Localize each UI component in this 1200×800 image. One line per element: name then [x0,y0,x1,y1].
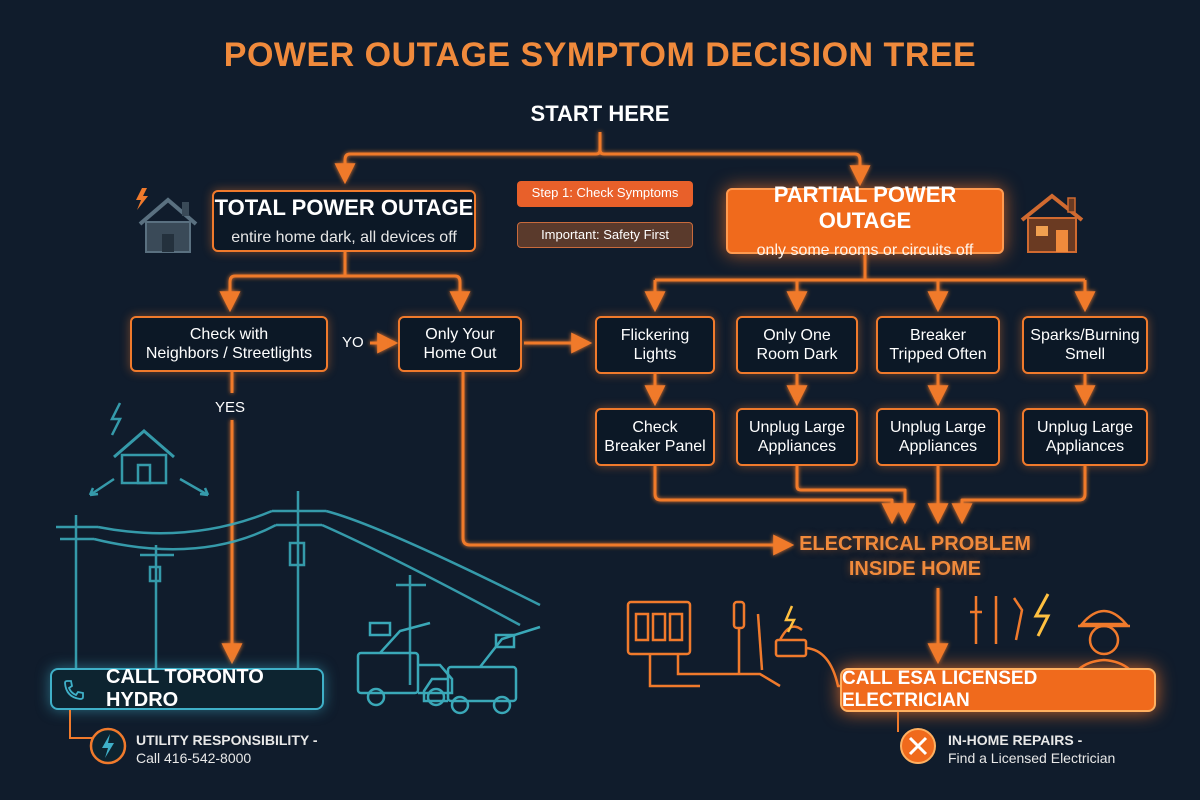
only-home-line1: Only Your [425,325,495,343]
action-line1: Unplug Large [748,418,846,436]
call-esa-electrician-button[interactable]: CALL ESA LICENSED ELECTRICIAN [840,668,1156,712]
house-dark-icon [128,180,200,261]
wrench-screwdriver-icon [898,726,938,771]
breaker-panel-icon [626,600,781,688]
lightning-circle-icon [88,726,128,771]
start-label: START HERE [530,101,670,126]
only-home-line2: Home Out [423,345,497,362]
symptom-line2: Tripped Often [889,346,987,363]
symptom-line1: Only One [763,326,831,344]
action-line2: Appliances [757,438,837,455]
bucket-truck-icon [356,621,541,715]
call-esa-label: CALL ESA LICENSED ELECTRICIAN [842,668,1038,711]
symptom-box-sparks: Sparks/Burning Smell [1022,316,1148,374]
check-neighbors-line1: Check with [189,325,269,343]
hydro-note-line2: Call 416-542-8000 [136,750,252,767]
partial-outage-box: PARTIAL POWER OUTAGE only some rooms or … [726,182,1004,259]
hydro-note: UTILITY RESPONSIBILITY - Call 416-542-80… [136,731,318,767]
electrician-tools-illustration [626,593,1144,696]
partial-outage-description: only some rooms or circuits off [756,241,974,259]
symptom-box-breaker: Breaker Tripped Often [876,316,1000,374]
total-outage-description: entire home dark, all devices off [231,228,457,246]
yes-label: YES [215,399,246,416]
call-hydro-label: CALL TORONTO HYDRO [106,666,264,711]
esa-connector [897,712,899,732]
partial-outage-heading: PARTIAL POWER OUTAGE [773,182,957,234]
inside-home-result: ELECTRICAL PROBLEM INSIDE HOME [780,532,1050,582]
utility-poles-illustration [56,402,541,715]
inside-line2: INSIDE HOME [848,558,982,580]
action-box-check-breaker: Check Breaker Panel [595,408,715,466]
phone-icon [62,678,86,708]
action-line2: Breaker Panel [604,438,706,455]
no-label: YO [342,334,364,351]
house-lit-icon [1018,190,1090,261]
action-line1: Check [632,418,678,436]
hydro-connector [69,710,94,739]
esa-note-line1: IN-HOME REPAIRS - [948,732,1083,748]
action-line1: Unplug Large [1036,418,1134,436]
hydro-note-line1: UTILITY RESPONSIBILITY - [136,732,318,748]
symptom-box-flickering: Flickering Lights [595,316,715,374]
action-box-unplug-3: Unplug Large Appliances [1022,408,1148,466]
esa-note: IN-HOME REPAIRS - Find a Licensed Electr… [948,731,1115,767]
symptom-line2: Room Dark [756,346,838,363]
safety-note: Important: Safety First [517,222,693,248]
lightning-icon [109,402,123,436]
call-toronto-hydro-button[interactable]: CALL TORONTO HYDRO [50,666,324,711]
action-line2: Appliances [1045,438,1125,455]
page-title: POWER OUTAGE SYMPTOM DECISION TREE [223,36,977,74]
action-box-unplug-2: Unplug Large Appliances [876,408,1000,466]
symptom-line1: Breaker [909,326,967,344]
symptom-line1: Sparks/Burning [1030,326,1140,344]
total-outage-box: TOTAL POWER OUTAGE entire home dark, all… [212,190,476,252]
step-note: Step 1: Check Symptoms [517,181,693,207]
symptom-line1: Flickering [620,326,690,344]
esa-note-line2: Find a Licensed Electrician [948,750,1116,767]
symptom-line2: Smell [1064,346,1105,363]
symptom-box-one-room: Only One Room Dark [736,316,858,374]
action-line2: Appliances [898,438,978,455]
symptom-line2: Lights [633,346,677,363]
check-neighbors-line2: Neighbors / Streetlights [145,345,313,362]
total-outage-heading: TOTAL POWER OUTAGE [214,195,474,221]
only-home-out-box: Only Your Home Out [398,316,522,372]
inside-line1: ELECTRICAL PROBLEM [799,533,1031,555]
action-box-unplug-1: Unplug Large Appliances [736,408,858,466]
action-line1: Unplug Large [889,418,987,436]
check-neighbors-box: Check with Neighbors / Streetlights [130,316,328,372]
